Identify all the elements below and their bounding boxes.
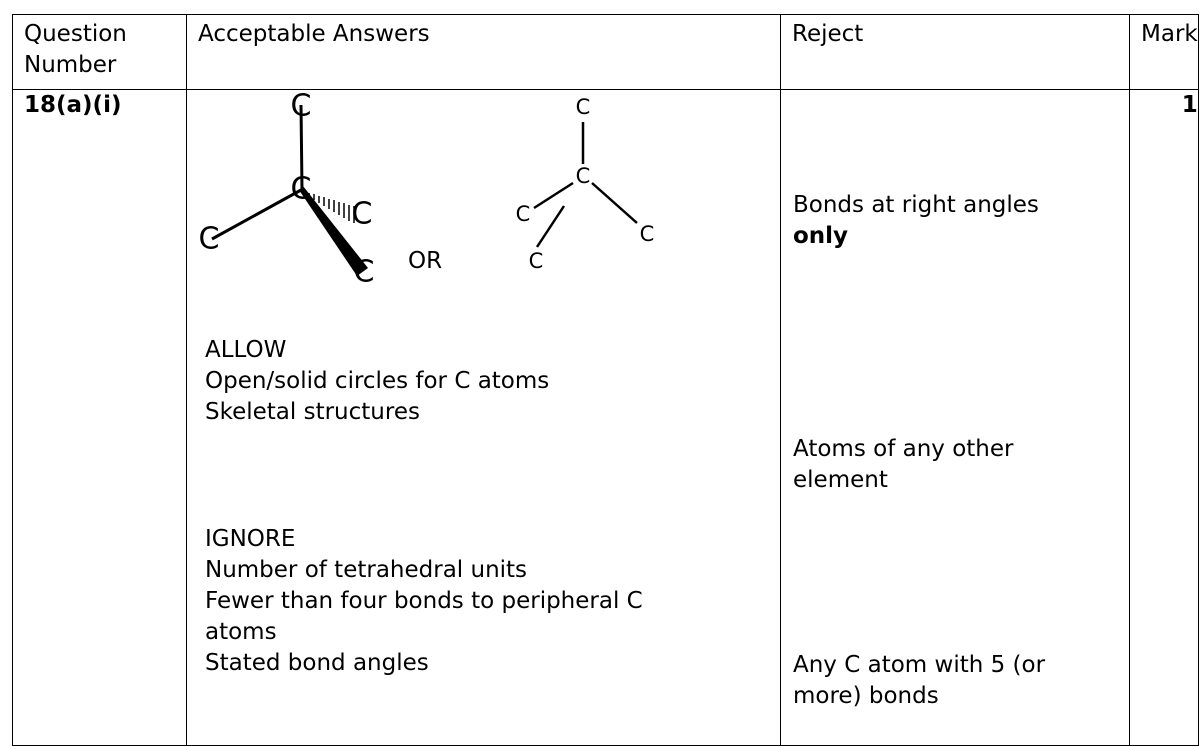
atom-label: C — [516, 202, 531, 226]
dashed-bond — [308, 193, 355, 223]
header-acceptable-answers: Acceptable Answers — [186, 14, 781, 90]
wedge-dash-structure: C C C C C — [199, 90, 375, 290]
atom-label: C — [529, 249, 544, 273]
atom-label: C — [576, 164, 591, 188]
acceptable-answers-cell: C C C C C OR C C C — [186, 89, 781, 746]
table-header-row: Question Number Acceptable Answers Rejec… — [12, 14, 1199, 90]
wedge-bond — [299, 186, 368, 276]
ignore-item: atoms — [205, 619, 277, 645]
atom-label: C — [352, 197, 373, 232]
mark-scheme-table: Question Number Acceptable Answers Rejec… — [12, 14, 1199, 746]
reject-cell: Bonds at right angles only Atoms of any … — [780, 89, 1130, 746]
allow-block: ALLOW Open/solid circles for C atoms Ske… — [205, 335, 549, 428]
atom-label: C — [291, 90, 312, 124]
ignore-heading: IGNORE — [205, 526, 296, 552]
mark-cell: 1 — [1129, 89, 1199, 746]
projection-structure: C C C C C — [516, 95, 655, 273]
question-number-cell: 18(a)(i) — [12, 89, 187, 746]
allow-item: Skeletal structures — [205, 399, 420, 425]
ignore-item: Fewer than four bonds to peripheral C — [205, 588, 643, 614]
atom-label: C — [354, 255, 375, 290]
tetrahedral-carbon-diagram: C C C C C OR C C C — [199, 90, 655, 290]
allow-heading: ALLOW — [205, 337, 287, 363]
left-bond — [211, 188, 302, 241]
atom-label: C — [291, 172, 312, 207]
vertical-bond — [299, 104, 304, 191]
or-text: OR — [408, 248, 442, 274]
ignore-item: Stated bond angles — [205, 650, 429, 676]
atom-label: C — [576, 95, 591, 119]
ignore-block: IGNORE Number of tetrahedral units Fewer… — [205, 524, 643, 679]
reject-item: Atoms of any other element — [793, 436, 1014, 493]
reject-item: Any C atom with 5 (or more) bonds — [793, 652, 1046, 709]
atom-label: C — [640, 222, 655, 246]
atom-label: C — [199, 222, 220, 257]
ignore-item: Number of tetrahedral units — [205, 557, 528, 583]
header-question-number: Question Number — [12, 14, 187, 90]
header-reject: Reject — [780, 14, 1130, 90]
table-row: 18(a)(i) — [12, 89, 1199, 746]
header-mark: Mark — [1129, 14, 1199, 90]
reject-item: Bonds at right angles only — [793, 192, 1039, 249]
allow-item: Open/solid circles for C atoms — [205, 368, 550, 394]
